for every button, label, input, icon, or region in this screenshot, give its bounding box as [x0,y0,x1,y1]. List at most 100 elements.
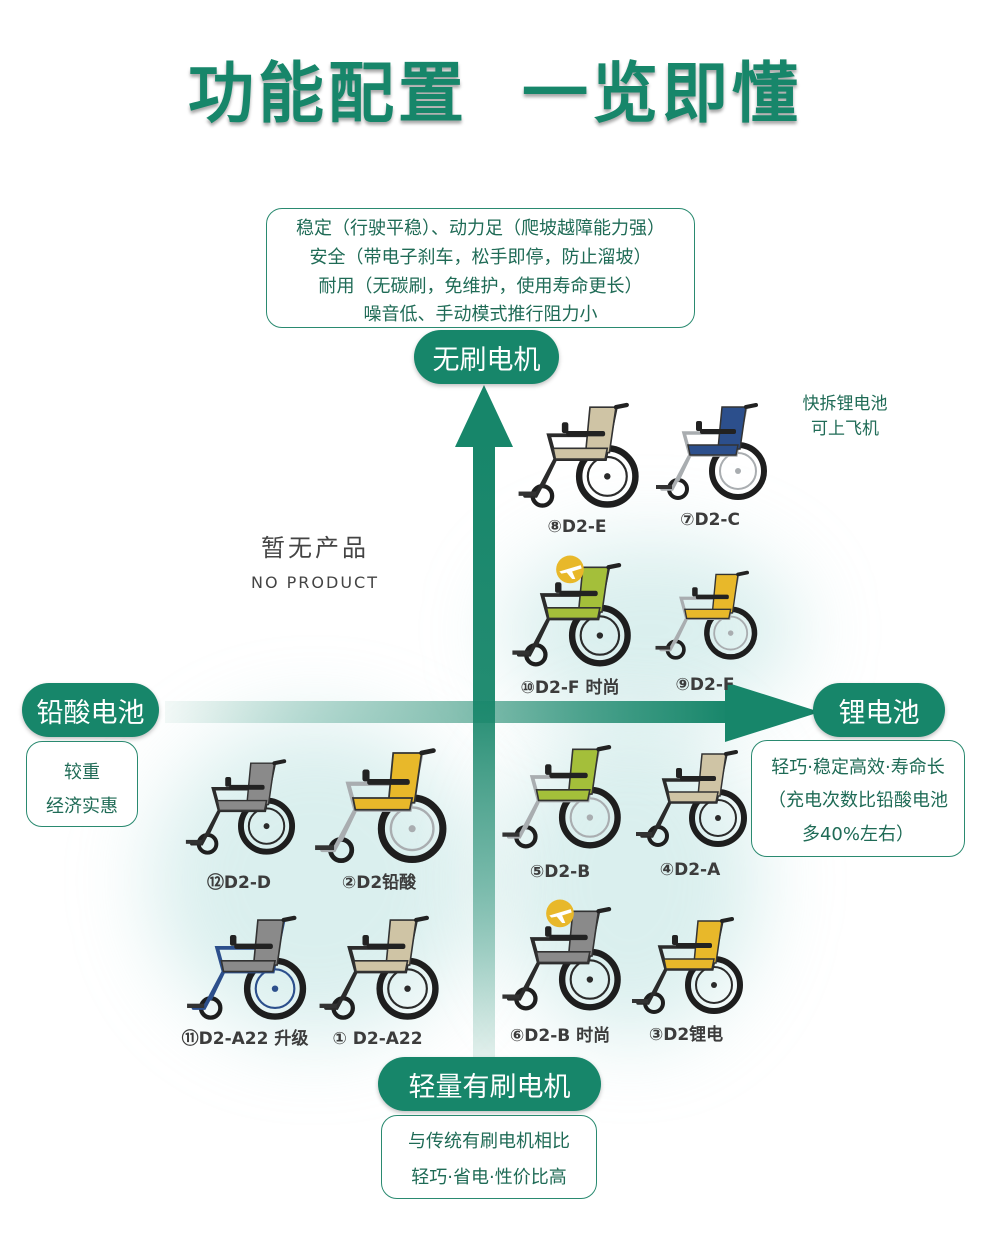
push-handle [606,563,622,570]
feature-line: 经济实惠 [46,796,118,818]
wheelchair-icon [319,915,439,1020]
footrest [502,994,520,999]
feature-line: 轻巧·省电·性价比高 [411,1167,567,1188]
seat-cushion [552,447,609,460]
armrest [549,772,588,779]
backrest [567,910,600,957]
joystick-controller [676,768,682,778]
wheelchair-icon [655,570,758,660]
product-p5[interactable]: ⑤D2-B [496,730,624,882]
product-p4[interactable]: ④D2-A [630,736,750,880]
product-label: ⑩D2-F 时尚 [520,678,620,698]
wheelchair-icon [502,899,621,1011]
push-handle [281,915,297,923]
backrest [385,919,418,966]
axis-label-brushless: 无刷电机 [414,330,559,384]
seat-cushion [351,797,414,811]
footrest [319,1003,337,1008]
wheel-hub [715,815,721,821]
product-label: ⑥D2-B 时尚 [509,1026,611,1046]
joystick-controller [696,421,702,431]
feature-line: 与传统有刷电机相比 [408,1131,570,1152]
product-label: ④D2-A [659,860,721,880]
backrest [387,752,423,804]
push-handle [413,915,429,923]
armrest [676,943,712,948]
footrest [656,485,672,489]
push-handle [272,759,287,766]
product-p7[interactable]: ⑦D2-C [650,392,770,530]
feature-line: 轻巧·稳定高效·寿命长 [771,757,945,778]
backrest [697,753,727,797]
backrest [567,748,600,795]
footrest [636,832,652,836]
wheelchair-icon [185,759,296,855]
feature-line: 噪音低、手动模式推行阻力小 [363,304,598,326]
push-handle [724,750,738,756]
wheelchair-icon [632,917,743,1014]
product-label: ②D2铅酸 [341,873,417,893]
backrest [717,406,747,450]
feature-line: 较重 [64,762,100,783]
armrest [367,779,410,785]
push-handle [596,907,612,914]
feature-line: 稳定（行驶平稳）、动力足（爬坡越障能力强） [296,218,665,239]
joystick-controller [362,769,370,782]
product-p9[interactable]: ⑨D2-F [650,555,760,695]
product-label: ⑦D2-C [680,510,740,530]
footrest [655,645,671,650]
seat-cushion [216,799,268,812]
vertical-axis [473,440,495,1090]
backrest [246,762,276,806]
seat-cushion [535,789,591,802]
product-label: ⑫D2-D [206,873,272,893]
joystick-controller [229,935,237,946]
wheelchair-icon [315,748,447,864]
footrest [632,999,648,1003]
wheel-hub [271,985,279,992]
product-p6[interactable]: ⑥D2-B 时尚 [496,890,624,1046]
push-handle [720,917,734,923]
product-label: ① D2-A22 [332,1029,423,1049]
page-title: 功能配置 一览即懂 [188,55,802,132]
product-p12[interactable]: ⑫D2-D [180,740,298,893]
joystick-controller [555,582,562,593]
airplane-icon [556,555,584,584]
quick-release-note: 快拆锂电池 可上飞机 [785,392,905,441]
wheel-hub [735,468,741,474]
footrest [502,832,520,837]
product-p3[interactable]: ③D2锂电 [626,905,746,1045]
seat-cushion [687,444,739,456]
wheel-hub [727,630,734,636]
no-product-placeholder: 暂无产品 NO PRODUCT [230,528,400,592]
push-handle [736,570,749,577]
lead-acid-features-box: 较重 经济实惠 [26,741,138,827]
seat-cushion [352,959,409,973]
wheel-hub [263,823,270,830]
wheelchair-icon [656,403,767,500]
wheelchair-icon [512,555,631,667]
armrest [700,429,736,434]
airplane-icon [546,899,574,928]
product-p1[interactable]: ① D2-A22 [310,905,445,1049]
product-p2[interactable]: ②D2铅酸 [308,736,450,893]
armrest [234,943,273,949]
joystick-controller [561,422,569,434]
product-p8[interactable]: ⑧D2-E [512,392,642,537]
seat-cushion [663,958,715,970]
axis-label-lead-acid: 铅酸电池 [22,683,159,737]
product-label: ③D2锂电 [648,1025,724,1045]
wheel-hub [596,632,604,639]
no-product-cn: 暂无产品 [261,534,369,562]
backrest [711,573,739,614]
joystick-controller [225,776,232,787]
footrest [512,650,530,655]
wheel-hub [711,982,717,988]
backrest [584,406,617,454]
product-p10[interactable]: ⑩D2-F 时尚 [506,550,634,698]
no-product-en: NO PRODUCT [251,573,379,592]
footrest [185,839,202,844]
product-p11[interactable]: ⑪D2-A22 升级 [175,905,315,1049]
wheel-hub [586,814,594,821]
joystick-controller [545,926,552,937]
